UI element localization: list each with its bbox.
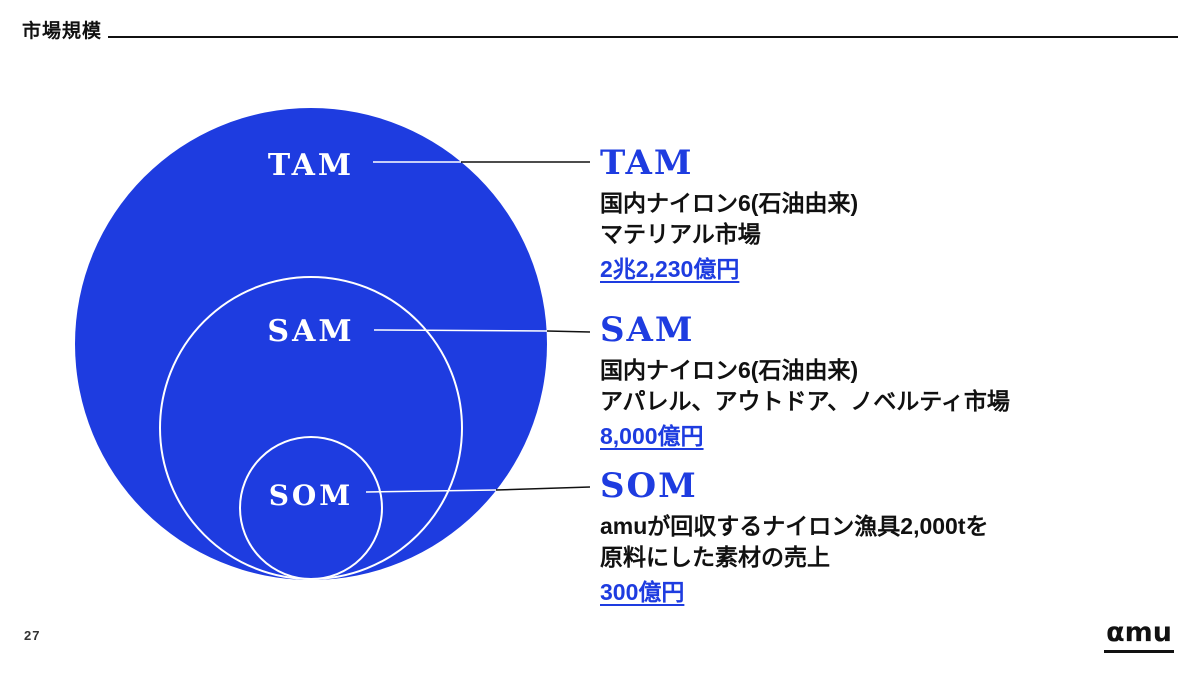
amu-logo: αmu (1104, 618, 1174, 653)
sam-description-line: アパレル、アウトドア、ノベルティ市場 (600, 388, 1010, 415)
page-title: 市場規模 (22, 21, 103, 42)
som-circle (239, 436, 383, 580)
som-description-line: amuが回収するナイロン漁具2,000tを (600, 513, 989, 540)
sam-description-line: 国内ナイロン6(石油由来) (600, 357, 859, 384)
som-circle-label: SOM (268, 479, 354, 512)
tam-heading: TAM (600, 143, 694, 183)
som-heading: SOM (600, 466, 698, 506)
tam-circle-label: TAM (267, 148, 355, 183)
som-description-line: 原料にした素材の売上 (600, 544, 830, 571)
tam-description-line: 国内ナイロン6(石油由来) (600, 190, 859, 217)
tam-section: TAM 国内ナイロン6(石油由来) マテリアル市場 2兆2,230億円 (600, 143, 1160, 285)
sam-circle-label: SAM (267, 314, 355, 349)
page-number: 27 (24, 628, 41, 643)
som-section: SOM amuが回収するナイロン漁具2,000tを 原料にした素材の売上 300… (600, 466, 1160, 608)
som-value-link[interactable]: 300億円 (600, 579, 685, 606)
sam-section: SAM 国内ナイロン6(石油由来) アパレル、アウトドア、ノベルティ市場 8,0… (600, 310, 1160, 452)
tam-description-line: マテリアル市場 (600, 221, 761, 248)
tam-value-link[interactable]: 2兆2,230億円 (600, 256, 740, 283)
sam-heading: SAM (600, 310, 695, 350)
title-rule (108, 36, 1178, 38)
sam-value-link[interactable]: 8,000億円 (600, 423, 704, 450)
